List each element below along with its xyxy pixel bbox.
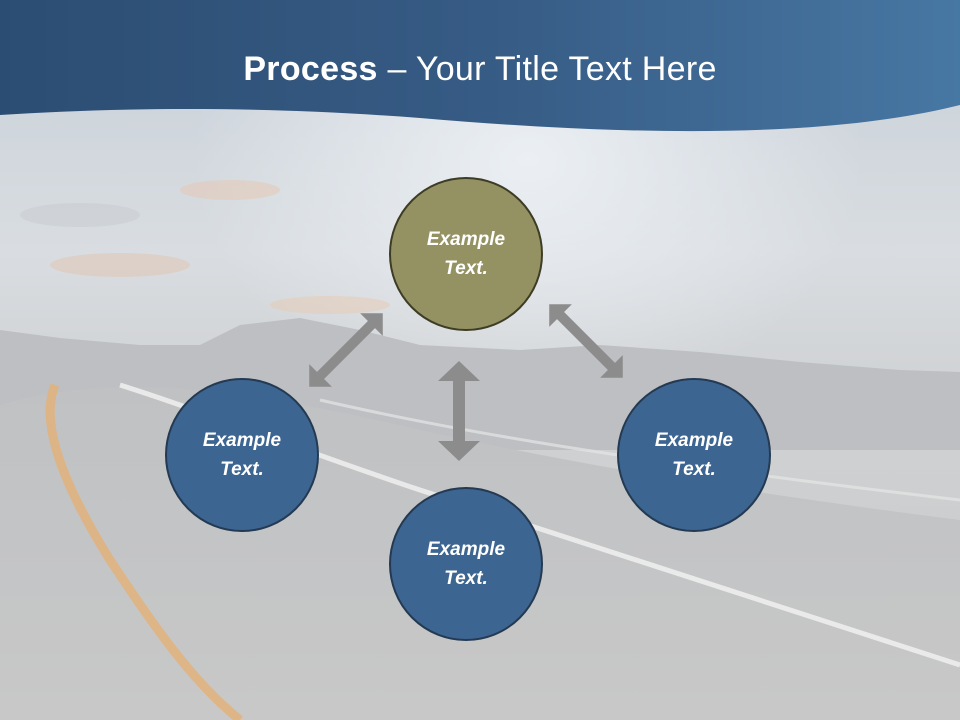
title-bold-text: Process [243, 50, 378, 88]
arrow-vertical [438, 361, 480, 461]
arrow-top-right [549, 304, 623, 378]
slide-title: Process – Your Title Text Here [0, 50, 960, 89]
process-node-right: Example Text. [617, 378, 771, 532]
process-node-left: Example Text. [165, 378, 319, 532]
node-left-label: Example Text. [202, 430, 282, 480]
node-right-label: Example Text. [654, 430, 734, 480]
process-node-top: Example Text. [389, 177, 543, 331]
process-node-bottom: Example Text. [389, 487, 543, 641]
title-regular-text: – Your Title Text Here [377, 50, 717, 88]
node-bottom-label: Example Text. [426, 539, 506, 589]
node-top-label: Example Text. [426, 229, 506, 279]
arrow-left-top [309, 313, 383, 387]
